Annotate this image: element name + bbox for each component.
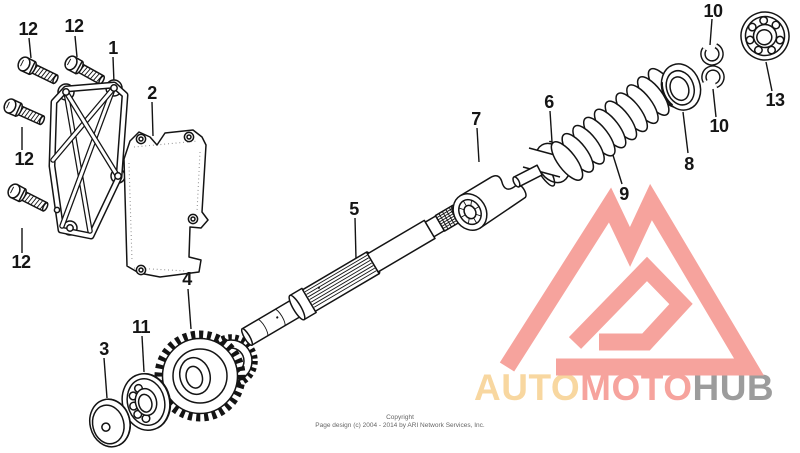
part-callout-10: 10 xyxy=(703,1,723,21)
part-callout-5: 5 xyxy=(349,199,359,219)
part-callout-1: 1 xyxy=(108,38,118,58)
circlip-upper-part-10 xyxy=(699,41,724,66)
cover-plate-part-2 xyxy=(123,129,209,278)
ball-bearing-part-13 xyxy=(740,11,790,61)
gear-part-4 xyxy=(154,330,258,422)
part-callout-12: 12 xyxy=(64,16,84,36)
part-callout-11: 11 xyxy=(131,317,151,337)
part-callout-13: 13 xyxy=(765,90,785,110)
gasket-part-1 xyxy=(48,79,129,240)
coil-spring-part-9 xyxy=(550,67,681,181)
part-callout-7: 7 xyxy=(471,109,481,129)
part-callout-2: 2 xyxy=(147,83,157,103)
part-callout-9: 9 xyxy=(619,184,629,204)
part-callout-6: 6 xyxy=(544,92,554,112)
copyright-line1: Copyright xyxy=(386,414,414,421)
part-callout-3: 3 xyxy=(99,339,109,359)
part-callout-12: 12 xyxy=(18,19,38,39)
copyright-line2: Page design (c) 2004 - 2014 by ARI Netwo… xyxy=(315,422,485,429)
part-callout-12: 12 xyxy=(11,252,31,272)
watermark-triangle-logo xyxy=(499,183,764,376)
part-callout-12: 12 xyxy=(14,149,34,169)
cap-disc-part-3 xyxy=(88,398,132,448)
part-callout-4: 4 xyxy=(182,269,192,289)
part-callout-10: 10 xyxy=(709,116,729,136)
part-callout-8: 8 xyxy=(684,154,694,174)
copyright-note: Copyright Page design (c) 2004 - 2014 by… xyxy=(290,414,510,430)
seal-ring-part-8 xyxy=(660,63,702,111)
shaft-part-5 xyxy=(240,204,463,347)
circlip-lower-part-10 xyxy=(703,67,724,88)
spline-sleeve-part-7 xyxy=(452,175,527,232)
callout-leader-lines xyxy=(21,18,773,399)
bearing-part-11 xyxy=(121,372,172,431)
